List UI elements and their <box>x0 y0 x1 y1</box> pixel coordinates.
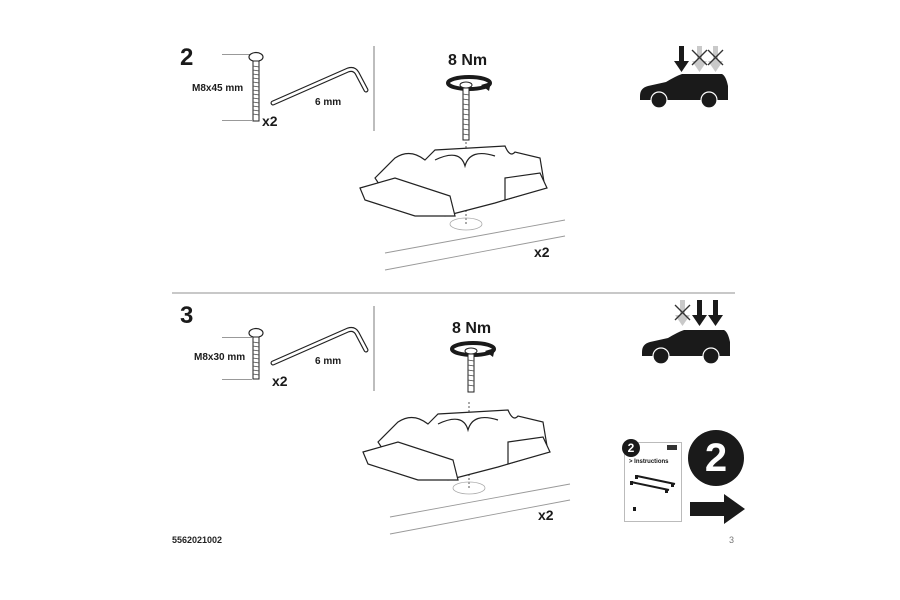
torque-label: 8 Nm <box>452 320 492 337</box>
bolt-icon <box>464 347 478 393</box>
bolt-icon <box>248 51 264 122</box>
car-position-icon <box>640 46 728 109</box>
bolt-size-label: M8x30 mm <box>194 352 246 363</box>
assembly-quantity: x2 <box>538 507 554 523</box>
bolt-quantity: x2 <box>262 113 278 129</box>
arrow-crossed-icon <box>691 46 708 72</box>
step-number: 2 <box>180 44 194 71</box>
key-size-label: 6 mm <box>315 356 342 367</box>
roof-rack-foot-illustration <box>359 142 548 231</box>
bolt-quantity: x2 <box>272 373 288 389</box>
dimension-line-bottom <box>222 379 252 380</box>
section-divider <box>373 306 375 391</box>
arrow-down-icon <box>708 300 723 326</box>
bolt-icon <box>248 327 264 380</box>
bolt-mini-icon <box>633 507 636 511</box>
assembly-quantity: x2 <box>534 244 550 260</box>
booklet-number-badge: 2 <box>622 439 640 457</box>
hex-key-icon <box>270 66 369 106</box>
torque-label: 8 Nm <box>448 52 488 69</box>
booklet-title: > Instructions <box>629 459 669 465</box>
arrow-down-icon <box>692 300 707 326</box>
step-divider <box>172 292 735 294</box>
part-number: 5562021002 <box>172 535 223 545</box>
arrow-down-icon <box>674 46 689 72</box>
roof-rail-lines <box>389 483 571 535</box>
dimension-line-bottom <box>222 120 252 121</box>
hex-key-icon <box>270 326 369 366</box>
arrow-right-icon <box>690 494 745 524</box>
car-position-icon <box>642 300 730 365</box>
bolt-size-label: M8x45 mm <box>192 83 244 94</box>
instructions-booklet-thumbnail: 2 > Instructions <box>622 439 682 522</box>
section-divider <box>373 46 375 131</box>
roof-rack-foot-illustration <box>362 402 551 495</box>
brand-logo-icon <box>667 445 677 450</box>
arrow-crossed-icon <box>707 46 724 72</box>
roof-bars-icon <box>630 475 676 493</box>
dimension-line-top <box>222 337 252 338</box>
page-number: 3 <box>729 535 735 545</box>
step-number: 3 <box>180 302 194 329</box>
arrow-crossed-icon <box>674 300 691 326</box>
key-size-label: 6 mm <box>315 97 342 108</box>
dimension-line-top <box>222 54 252 55</box>
roof-rail-lines <box>384 219 566 271</box>
next-step-badge: 2 <box>688 430 744 486</box>
bolt-icon <box>459 81 473 141</box>
